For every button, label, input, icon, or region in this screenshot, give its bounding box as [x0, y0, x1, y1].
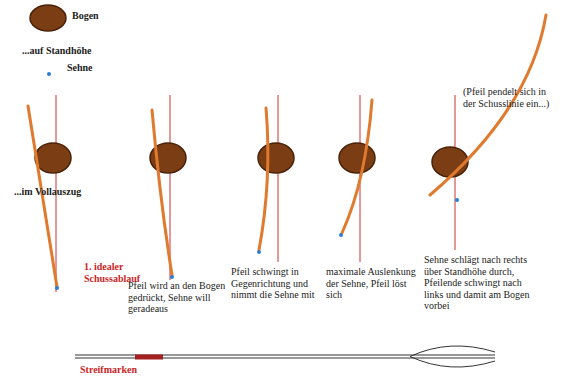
shot-lines	[56, 95, 455, 292]
arrows	[28, 15, 546, 287]
step-note: Pfeil wird an den Bogen gedrückt, Sehne …	[128, 280, 228, 315]
string-dot	[47, 72, 51, 76]
step-note: Sehne schlägt nach rechts über Standhöhe…	[424, 254, 542, 312]
state-note: ...auf Standhöhe	[22, 45, 91, 57]
part-name: Streifmarken	[80, 364, 137, 376]
bow-symbol	[30, 5, 66, 31]
part-name: Sehne	[67, 62, 93, 74]
bows	[35, 143, 468, 177]
state-note: ...im Vollauszug	[14, 186, 81, 198]
step-note: Pfeil schwingt in Gegenrichtung und nimm…	[231, 266, 327, 301]
step-note: (Pfeil pendelt sich in der Schusslinie e…	[463, 86, 558, 109]
part-name: Bogen	[72, 10, 99, 22]
arrow-side-view	[75, 346, 495, 367]
step-note: maximale Auslenkung der Sehne, Pfeil lös…	[326, 266, 416, 301]
